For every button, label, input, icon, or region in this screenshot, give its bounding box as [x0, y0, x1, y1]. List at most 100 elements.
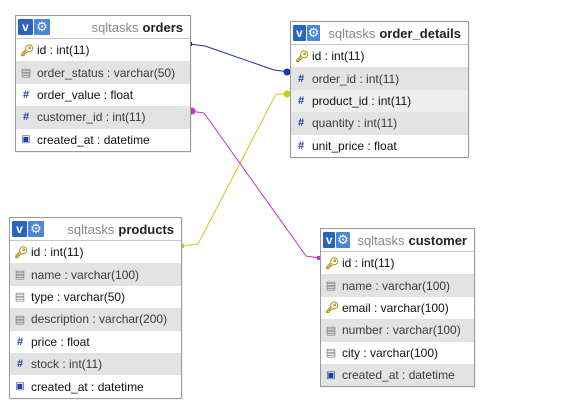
key-icon: 🔑︎ [325, 257, 339, 270]
column-text: number : varchar(100) [342, 323, 461, 338]
column-row[interactable]: ▣ created_at : datetime [321, 363, 474, 387]
relation-line-orders-order-details [189, 43, 291, 73]
relation-orders-order-details [188, 42, 291, 76]
key-icon: 🔑︎ [14, 246, 28, 259]
column-text: id : int(11) [37, 43, 90, 58]
column-row[interactable]: # stock : int(11) [10, 352, 181, 376]
column-text: id : int(11) [31, 245, 84, 260]
column-text: order_id : int(11) [312, 71, 400, 86]
database-name: sqltasks [357, 232, 405, 248]
key-icon: 🔑︎ [295, 50, 309, 63]
table-orders[interactable]: v ⚙ sqltasks orders 🔑︎id : int(11) ▤ orde… [15, 15, 191, 152]
table-header[interactable]: v ⚙ sqltasks order_details [291, 22, 468, 45]
column-row[interactable]: ▤ description : varchar(200) [10, 308, 181, 331]
column-text: unit_price : float [312, 138, 397, 153]
column-text: stock : int(11) [31, 357, 103, 372]
column-text: product_id : int(11) [312, 93, 412, 108]
column-list: 🔑︎id : int(11) ▤ order_status : varchar(5… [16, 39, 190, 151]
table-name: orders [142, 19, 183, 35]
column-list: 🔑︎id : int(11) ▤name : varchar(100) 🔑︎em… [321, 252, 474, 387]
number-field-icon: # [22, 111, 30, 124]
number-field-icon: # [297, 139, 305, 152]
column-text: created_at : datetime [37, 132, 150, 147]
column-row[interactable]: # product_id : int(11) [291, 89, 468, 113]
column-text: order_status : varchar(50) [37, 65, 176, 80]
gear-icon[interactable]: ⚙ [28, 221, 44, 237]
column-text: description : varchar(200) [31, 312, 168, 327]
table-products[interactable]: v ⚙ sqltasks products 🔑︎id : int(11) ▤ na… [9, 217, 182, 399]
text-field-icon: ▤ [325, 347, 337, 360]
table-name: products [118, 221, 174, 237]
text-field-icon: ▤ [14, 269, 26, 282]
number-field-icon: # [22, 88, 30, 101]
column-row[interactable]: ▤ order_status : varchar(50) [16, 61, 190, 84]
relation-line-order-details-products [181, 93, 290, 247]
column-row[interactable]: ▤ city : varchar(100) [321, 342, 474, 364]
number-field-icon: # [297, 94, 305, 107]
gear-icon[interactable]: ⚙ [34, 19, 50, 35]
date-field-icon: ▣ [15, 381, 25, 393]
column-row[interactable]: 🔑︎id : int(11) [321, 252, 474, 274]
column-text: created_at : datetime [342, 368, 455, 383]
column-text: customer_id : int(11) [37, 110, 146, 125]
column-row[interactable]: # unit_price : float [291, 135, 468, 157]
column-row[interactable]: # customer_id : int(11) [16, 106, 190, 129]
column-text: email : varchar(100) [342, 300, 449, 315]
column-text: created_at : datetime [31, 379, 144, 394]
table-header[interactable]: v ⚙ sqltasks customer [321, 229, 474, 252]
key-icon: 🔑︎ [20, 44, 34, 57]
database-name: sqltasks [91, 19, 139, 35]
column-row[interactable]: ▣ created_at : datetime [16, 129, 190, 151]
text-field-icon: ▤ [20, 67, 32, 80]
gear-icon[interactable]: ⚙ [306, 25, 321, 41]
column-row[interactable]: # quantity : int(11) [291, 112, 468, 135]
column-text: name : varchar(100) [31, 267, 140, 282]
table-name: order_details [379, 25, 461, 41]
column-row[interactable]: 🔑︎id : int(11) [16, 39, 190, 61]
toggle-columns-button[interactable]: v [323, 232, 336, 248]
column-row[interactable]: 🔑︎email : varchar(100) [321, 297, 474, 319]
date-field-icon: ▣ [326, 369, 336, 381]
gear-icon[interactable]: ⚙ [336, 232, 350, 248]
column-row[interactable]: ▤ number : varchar(100) [321, 319, 474, 342]
database-name: sqltasks [328, 25, 376, 41]
table-header[interactable]: v ⚙ sqltasks orders [16, 16, 190, 39]
table-header[interactable]: v ⚙ sqltasks products [10, 218, 181, 241]
column-text: order_value : float [37, 87, 134, 102]
column-row[interactable]: # order_id : int(11) [291, 67, 468, 90]
column-row[interactable]: # price : float [10, 331, 181, 353]
text-field-icon: ▤ [325, 324, 337, 337]
table-customer[interactable]: v ⚙ sqltasks customer 🔑︎id : int(11) ▤na… [320, 228, 475, 388]
toggle-columns-button[interactable]: v [18, 19, 33, 35]
database-name: sqltasks [67, 221, 115, 237]
column-text: id : int(11) [312, 49, 365, 64]
column-row[interactable]: # order_value : float [16, 84, 190, 106]
number-field-icon: # [297, 72, 305, 85]
number-field-icon: # [16, 335, 24, 348]
column-text: name : varchar(100) [342, 278, 451, 293]
table-name: customer [408, 232, 467, 248]
date-field-icon: ▣ [21, 134, 31, 146]
toggle-columns-button[interactable]: v [293, 25, 306, 41]
column-row[interactable]: 🔑︎id : int(11) [291, 45, 468, 67]
text-field-icon: ▤ [14, 313, 26, 326]
key-icon: 🔑︎ [325, 302, 339, 315]
table-order-details[interactable]: v ⚙ sqltasks order_details 🔑︎id : int(11… [290, 21, 469, 158]
column-text: quantity : int(11) [312, 116, 398, 131]
number-field-icon: # [16, 358, 24, 371]
column-list: 🔑︎id : int(11) ▤name : varchar(100) ▤typ… [10, 241, 181, 398]
column-list: 🔑︎id : int(11) # order_id : int(11) # prod… [291, 45, 468, 157]
number-field-icon: # [297, 117, 305, 130]
column-row[interactable]: 🔑︎id : int(11) [10, 241, 181, 263]
column-text: id : int(11) [342, 256, 395, 271]
relation-order-details-products [180, 90, 291, 248]
column-row[interactable]: ▤ name : varchar(100) [321, 274, 474, 297]
column-row[interactable]: ▣ created_at : datetime [10, 375, 181, 397]
toggle-columns-button[interactable]: v [12, 221, 27, 237]
column-row[interactable]: ▤ name : varchar(100) [10, 263, 181, 286]
column-text: city : varchar(100) [342, 345, 439, 360]
column-text: type : varchar(50) [31, 289, 126, 304]
text-field-icon: ▤ [325, 280, 337, 293]
column-text: price : float [31, 334, 90, 349]
column-row[interactable]: ▤type : varchar(50) [10, 286, 181, 308]
